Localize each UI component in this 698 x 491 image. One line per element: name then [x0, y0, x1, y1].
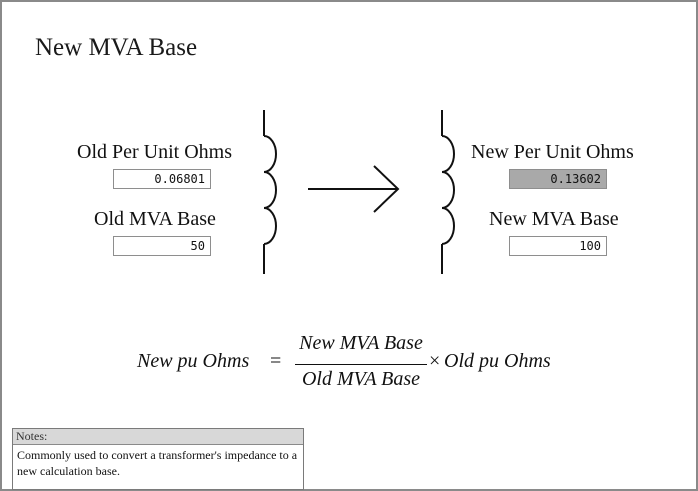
- page-title: New MVA Base: [35, 34, 198, 61]
- notes-panel: Notes: Commonly used to convert a transf…: [12, 428, 304, 490]
- new-mva-base-input[interactable]: 100: [509, 236, 607, 256]
- old-pu-ohms-input[interactable]: 0.06801: [113, 169, 211, 189]
- transformer-coil-icon: [263, 110, 277, 274]
- new-pu-ohms-label: New Per Unit Ohms: [471, 141, 634, 163]
- formula-numerator: New MVA Base: [299, 332, 423, 354]
- notes-text: Commonly used to convert a transformer's…: [17, 448, 298, 478]
- formula-equals: =: [270, 350, 282, 372]
- fraction-bar: [295, 364, 427, 365]
- old-pu-ohms-label: Old Per Unit Ohms: [77, 141, 232, 163]
- formula-denominator: Old MVA Base: [301, 368, 421, 390]
- new-pu-ohms-output: 0.13602: [509, 169, 607, 189]
- transformer-coil-icon: [441, 110, 455, 274]
- formula-times: ×: [429, 350, 441, 372]
- formula-rhs: Old pu Ohms: [444, 350, 551, 372]
- formula-lhs: New pu Ohms: [137, 350, 250, 372]
- arrow-right-icon: [308, 165, 400, 213]
- old-mva-base-input[interactable]: 50: [113, 236, 211, 256]
- notes-header: Notes:: [13, 429, 303, 445]
- old-mva-base-label: Old MVA Base: [94, 208, 216, 230]
- conversion-formula: New pu Ohms = New MVA Base Old MVA Base …: [137, 332, 607, 402]
- new-mva-base-label: New MVA Base: [489, 208, 619, 230]
